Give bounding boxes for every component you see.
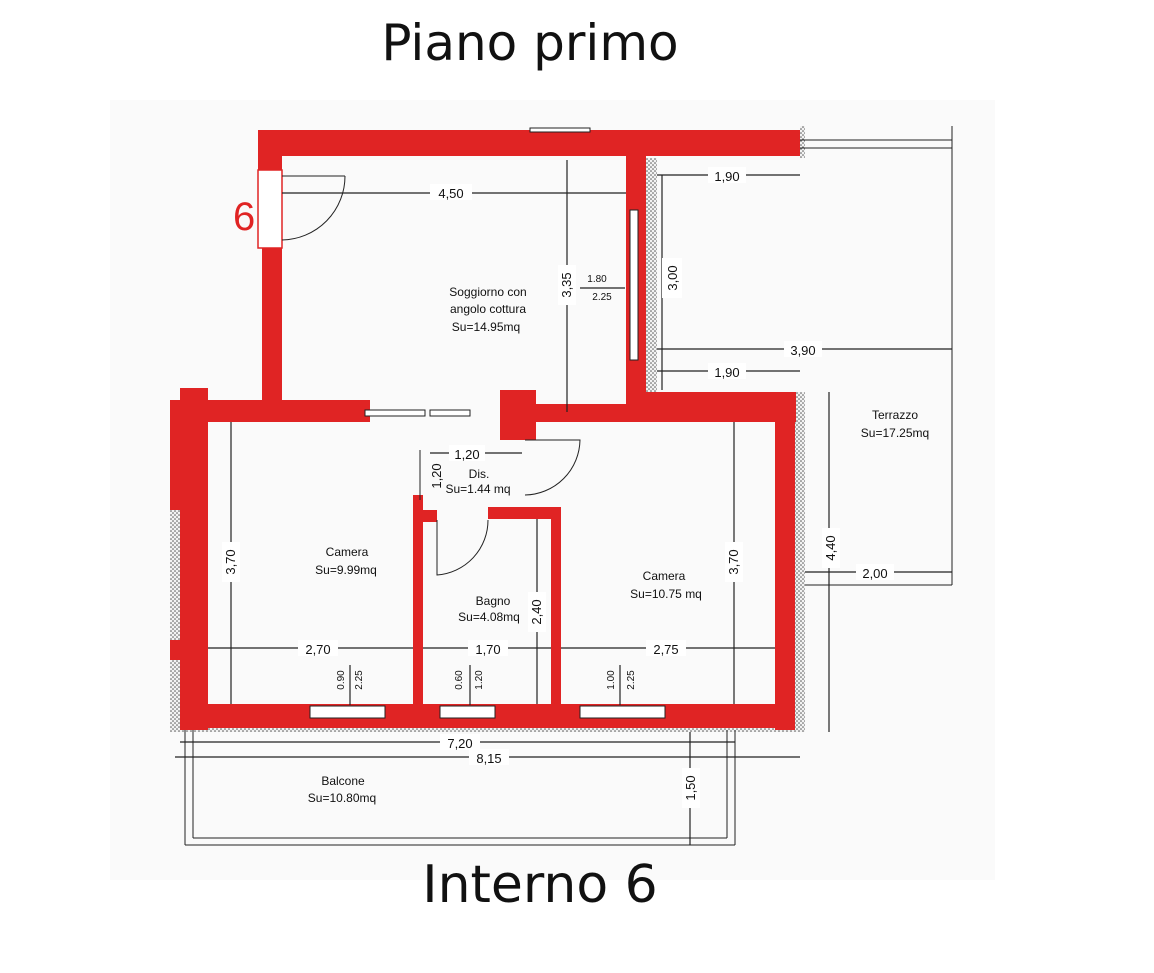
dim-window-soggiorno-bottom: 2.25 <box>592 292 612 303</box>
terrazzo-name: Terrazzo <box>872 408 918 422</box>
dim-win2-a: 0.60 <box>454 670 465 690</box>
dim-win2-b: 1.20 <box>474 670 485 690</box>
camera-left-area: Su=9.99mq <box>315 563 377 577</box>
bagno-area: Su=4.08mq <box>458 610 520 624</box>
dim-window-soggiorno-top: 1.80 <box>587 274 607 285</box>
balcony-outline <box>184 730 736 846</box>
dim-soggiorno-height: 3,35 <box>559 272 574 297</box>
dim-win1-a: 0.90 <box>336 670 347 690</box>
entrance-number: 6 <box>233 195 255 239</box>
dim-terrace-right-width: 2,00 <box>862 566 887 581</box>
dim-terrace-inner-height: 3,00 <box>665 265 680 290</box>
dim-bagno-height: 2,40 <box>529 599 544 624</box>
windows <box>309 127 666 719</box>
dim-soggiorno-width: 4,50 <box>438 186 463 201</box>
camera-right-name: Camera <box>643 569 686 583</box>
camera-left-name: Camera <box>326 545 369 559</box>
dim-terrace-height: 4,40 <box>823 535 838 560</box>
dis-name: Dis. <box>469 467 490 481</box>
dis-area: Su=1.44 mq <box>445 482 510 496</box>
entrance-door <box>257 169 346 249</box>
dim-bagno-width: 1,70 <box>475 642 500 657</box>
dim-overall-inner: 7,20 <box>447 736 472 751</box>
interior-doors <box>364 409 581 576</box>
camera-right-area: Su=10.75 mq <box>630 587 702 601</box>
dim-win3-a: 1.00 <box>606 670 617 690</box>
soggiorno-name-line2: angolo cottura <box>450 302 526 316</box>
floor-title: Piano primo <box>381 14 679 72</box>
dim-dis-width: 1,20 <box>454 447 479 462</box>
dim-win3-b: 2.25 <box>626 670 637 690</box>
dim-terrace-top-width: 1,90 <box>714 169 739 184</box>
dimension-labels: 4,50 3,35 1.80 2.25 3,00 1,90 3,90 1,90 … <box>222 167 894 808</box>
dim-terrace-total-width: 3,90 <box>790 343 815 358</box>
dim-camera-right-height: 3,70 <box>726 549 741 574</box>
dim-terrace-mid-width: 1,90 <box>714 365 739 380</box>
dim-balcony-depth: 1,50 <box>683 775 698 800</box>
dim-dis-height: 1,20 <box>429 463 444 488</box>
terrazzo-area: Su=17.25mq <box>861 426 929 440</box>
bagno-name: Bagno <box>476 594 511 608</box>
unit-title: Interno 6 <box>422 855 658 915</box>
dim-camera-left-width: 2,70 <box>305 642 330 657</box>
balcone-area: Su=10.80mq <box>308 791 376 805</box>
soggiorno-area: Su=14.95mq <box>452 320 520 334</box>
dim-camera-right-width: 2,75 <box>653 642 678 657</box>
balcone-name: Balcone <box>321 774 365 788</box>
dim-camera-left-height: 3,70 <box>223 549 238 574</box>
dim-overall-outer: 8,15 <box>476 751 501 766</box>
dim-win1-b: 2.25 <box>354 670 365 690</box>
soggiorno-name-line1: Soggiorno con <box>449 285 526 299</box>
